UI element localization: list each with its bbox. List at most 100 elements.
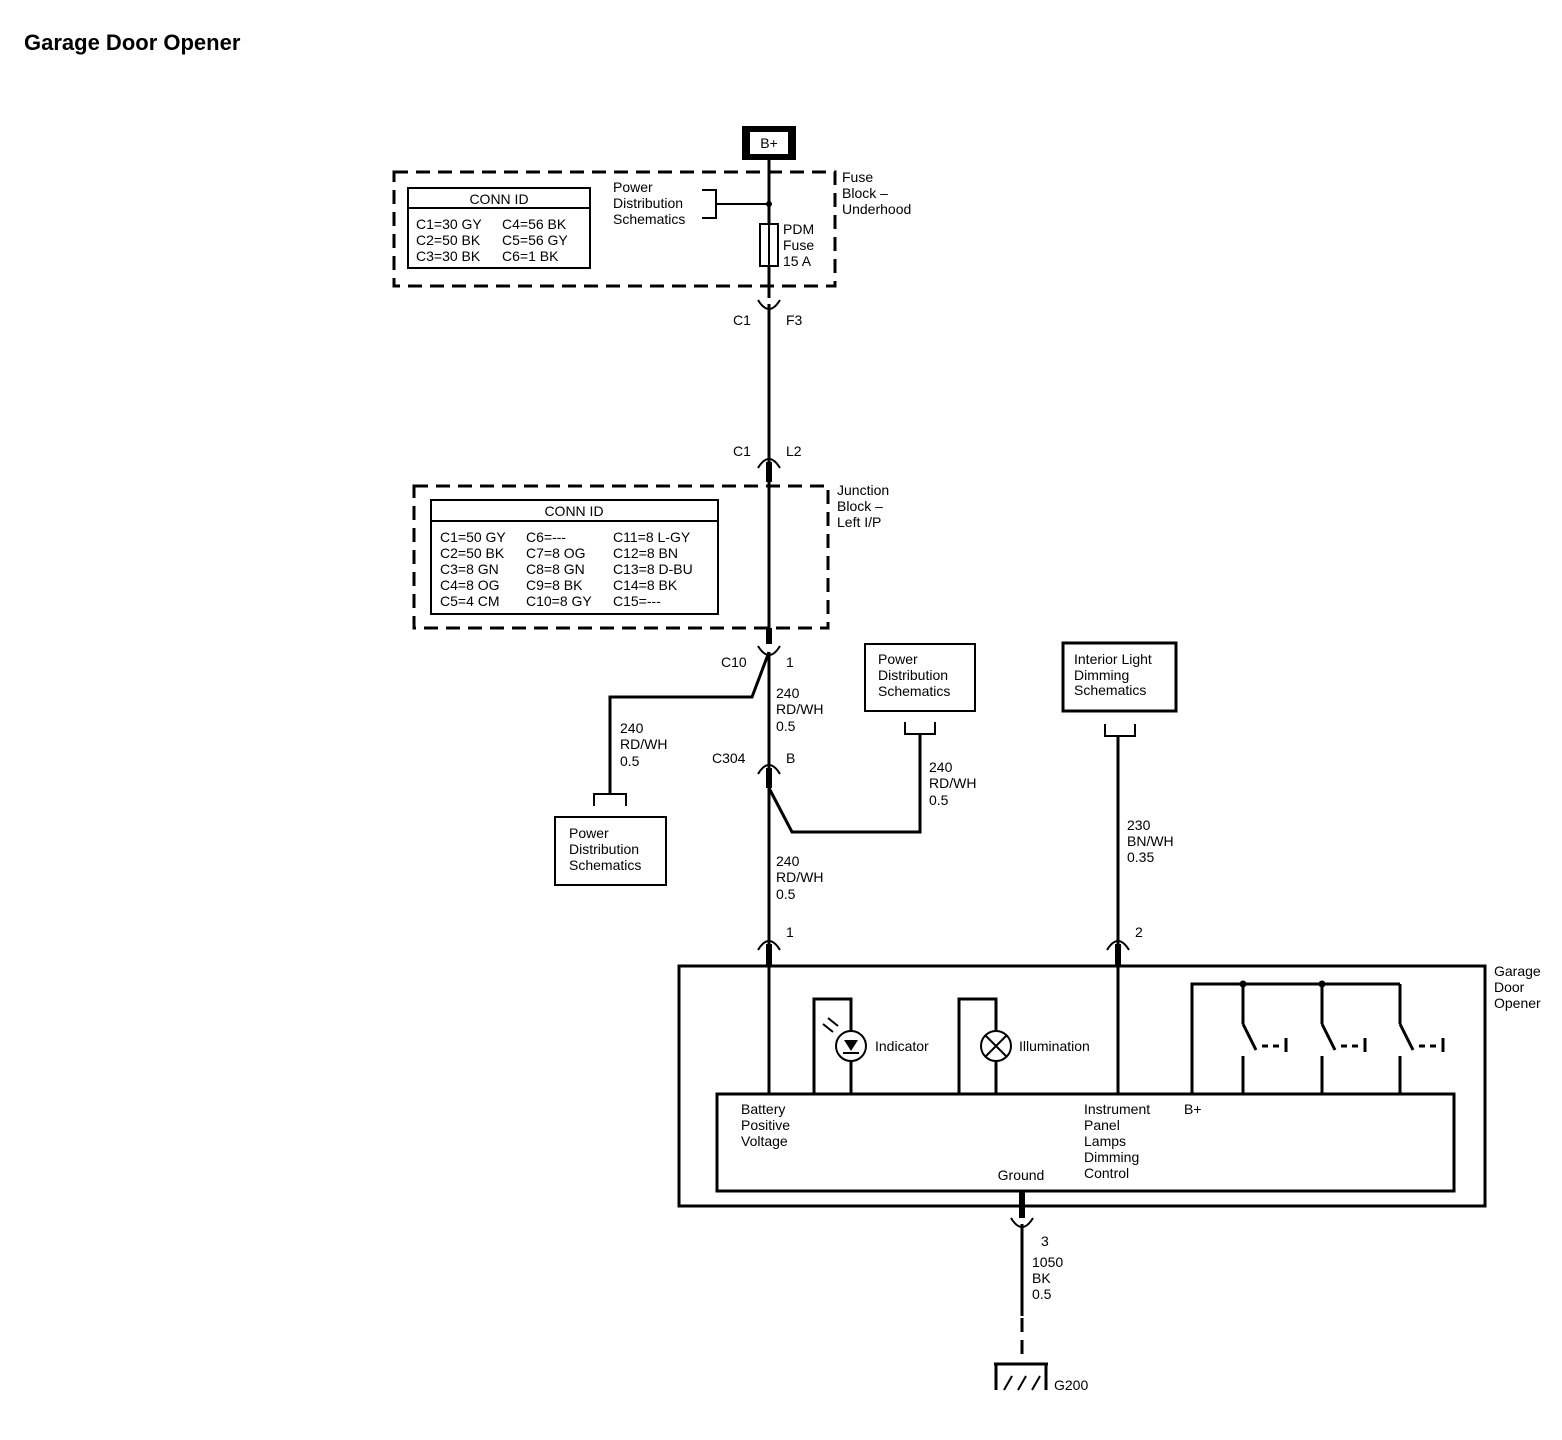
svg-text:0.5: 0.5 xyxy=(929,792,949,808)
svg-text:C3=30 BK: C3=30 BK xyxy=(416,248,481,264)
svg-text:240: 240 xyxy=(776,685,800,701)
battery-positive-voltage-label: Battery Positive Voltage xyxy=(741,1101,790,1149)
svg-text:PDM: PDM xyxy=(783,221,814,237)
wire-right-label: 240 RD/WH 0.5 xyxy=(929,759,976,808)
svg-text:C13=8 D-BU: C13=8 D-BU xyxy=(613,561,693,577)
fuse-power-distribution-ref: Power Distribution Schematics xyxy=(613,179,685,227)
svg-text:230: 230 xyxy=(1127,817,1151,833)
junction-block-conn-id-table xyxy=(430,499,719,615)
svg-text:Power: Power xyxy=(878,651,918,667)
gdo-pin-1-connector xyxy=(757,940,781,951)
b-plus-label: B+ xyxy=(760,135,778,151)
connector-c10-label: C10 xyxy=(721,654,747,670)
fuse-conn-id-rows: C1=30 GY C4=56 BK C2=50 BK C5=56 GY C3=3… xyxy=(416,216,568,264)
svg-text:Distribution: Distribution xyxy=(569,841,639,857)
svg-text:C2=50 BK: C2=50 BK xyxy=(416,232,481,248)
connector-f3-label: F3 xyxy=(786,312,803,328)
svg-text:C14=8 BK: C14=8 BK xyxy=(613,577,678,593)
wire-main-1-label: 240 RD/WH 0.5 xyxy=(776,685,823,734)
svg-text:Left I/P: Left I/P xyxy=(837,514,881,530)
fuse-block-name: Fuse Block – Underhood xyxy=(842,169,911,217)
power-distribution-left-text: Power Distribution Schematics xyxy=(569,825,641,873)
garage-door-opener-module xyxy=(677,964,1487,1208)
fuse-block-boundary xyxy=(392,170,837,288)
svg-text:0.35: 0.35 xyxy=(1127,849,1154,865)
connector-c1-jb-label: C1 xyxy=(733,443,751,459)
svg-text:C2=50 BK: C2=50 BK xyxy=(440,545,505,561)
svg-text:15 A: 15 A xyxy=(783,253,812,269)
illumination-label: Illumination xyxy=(1019,1038,1090,1054)
gdo-pin-2-label: 2 xyxy=(1135,924,1143,940)
svg-text:RD/WH: RD/WH xyxy=(776,701,823,717)
garage-door-opener-name: Garage Door Opener xyxy=(1494,963,1541,1011)
svg-text:C12=8 BN: C12=8 BN xyxy=(613,545,678,561)
button-switch-3-icon xyxy=(1398,984,1445,1094)
svg-text:Dimming: Dimming xyxy=(1084,1149,1139,1165)
svg-text:C9=8 BK: C9=8 BK xyxy=(526,577,583,593)
svg-text:Opener: Opener xyxy=(1494,995,1541,1011)
svg-text:C11=8 L-GY: C11=8 L-GY xyxy=(613,529,691,545)
jb-conn-id-rows: C1=50 GY C6=--- C11=8 L-GY C2=50 BK C7=8… xyxy=(440,529,693,609)
ground-g200-icon xyxy=(994,1362,1048,1391)
svg-text:C5=56 GY: C5=56 GY xyxy=(502,232,568,248)
jb-conn-id-title: CONN ID xyxy=(544,503,603,519)
svg-text:Door: Door xyxy=(1494,979,1525,995)
svg-text:Garage: Garage xyxy=(1494,963,1541,979)
svg-text:Schematics: Schematics xyxy=(613,211,685,227)
ip-lamps-dimming-control-label: Instrument Panel Lamps Dimming Control xyxy=(1084,1101,1150,1181)
fuse-conn-id-title: CONN ID xyxy=(469,191,528,207)
connector-c304-label: C304 xyxy=(712,750,746,766)
svg-text:Fuse: Fuse xyxy=(783,237,814,253)
svg-text:Dimming: Dimming xyxy=(1074,667,1129,683)
svg-text:C15=---: C15=--- xyxy=(613,593,661,609)
svg-text:C6=---: C6=--- xyxy=(526,529,566,545)
wire-ground-label: 1050 BK 0.5 xyxy=(1032,1254,1063,1302)
svg-text:Control: Control xyxy=(1084,1165,1129,1181)
svg-text:Distribution: Distribution xyxy=(613,195,683,211)
svg-text:C8=8 GN: C8=8 GN xyxy=(526,561,585,577)
diagram-title: Garage Door Opener xyxy=(24,30,241,55)
svg-text:Schematics: Schematics xyxy=(1074,682,1146,698)
wire-main-2-label: 240 RD/WH 0.5 xyxy=(776,853,823,902)
fuse-block-conn-id-table xyxy=(407,187,591,269)
gdo-pin-1-label: 1 xyxy=(786,924,794,940)
g200-label: G200 xyxy=(1054,1377,1088,1393)
svg-text:240: 240 xyxy=(929,759,953,775)
svg-text:0.5: 0.5 xyxy=(776,886,796,902)
svg-text:Schematics: Schematics xyxy=(569,857,641,873)
svg-text:C10=8 GY: C10=8 GY xyxy=(526,593,592,609)
gdo-pin-3-label: 3 xyxy=(1041,1233,1049,1249)
button-switch-1-icon xyxy=(1241,984,1288,1094)
svg-text:1050: 1050 xyxy=(1032,1254,1063,1270)
connector-c304-pin-label: B xyxy=(786,750,795,766)
svg-text:RD/WH: RD/WH xyxy=(929,775,976,791)
svg-text:Distribution: Distribution xyxy=(878,667,948,683)
connector-c10-pin-label: 1 xyxy=(786,654,794,670)
svg-text:BN/WH: BN/WH xyxy=(1127,833,1174,849)
svg-text:Schematics: Schematics xyxy=(878,683,950,699)
svg-text:0.5: 0.5 xyxy=(776,718,796,734)
interior-light-dimming-text: Interior Light Dimming Schematics xyxy=(1074,651,1152,698)
svg-text:C4=56 BK: C4=56 BK xyxy=(502,216,567,232)
svg-text:240: 240 xyxy=(620,720,644,736)
svg-text:C3=8 GN: C3=8 GN xyxy=(440,561,499,577)
svg-text:Instrument: Instrument xyxy=(1084,1101,1150,1117)
interior-light-dimming-ref xyxy=(1061,641,1178,713)
power-distribution-right-text: Power Distribution Schematics xyxy=(878,651,950,699)
svg-text:0.5: 0.5 xyxy=(1032,1286,1052,1302)
svg-text:C7=8 OG: C7=8 OG xyxy=(526,545,586,561)
svg-text:Voltage: Voltage xyxy=(741,1133,788,1149)
indicator-label: Indicator xyxy=(875,1038,929,1054)
svg-text:Battery: Battery xyxy=(741,1101,785,1117)
pdm-fuse-label: PDM Fuse 15 A xyxy=(783,221,814,269)
connector-l2-label: L2 xyxy=(786,443,802,459)
svg-text:C4=8 OG: C4=8 OG xyxy=(440,577,500,593)
svg-text:Fuse: Fuse xyxy=(842,169,873,185)
svg-text:Junction: Junction xyxy=(837,482,889,498)
svg-text:Interior Light: Interior Light xyxy=(1074,651,1152,667)
svg-text:RD/WH: RD/WH xyxy=(776,869,823,885)
svg-text:Block –: Block – xyxy=(837,498,883,514)
svg-text:Lamps: Lamps xyxy=(1084,1133,1126,1149)
svg-text:C1=50 GY: C1=50 GY xyxy=(440,529,506,545)
